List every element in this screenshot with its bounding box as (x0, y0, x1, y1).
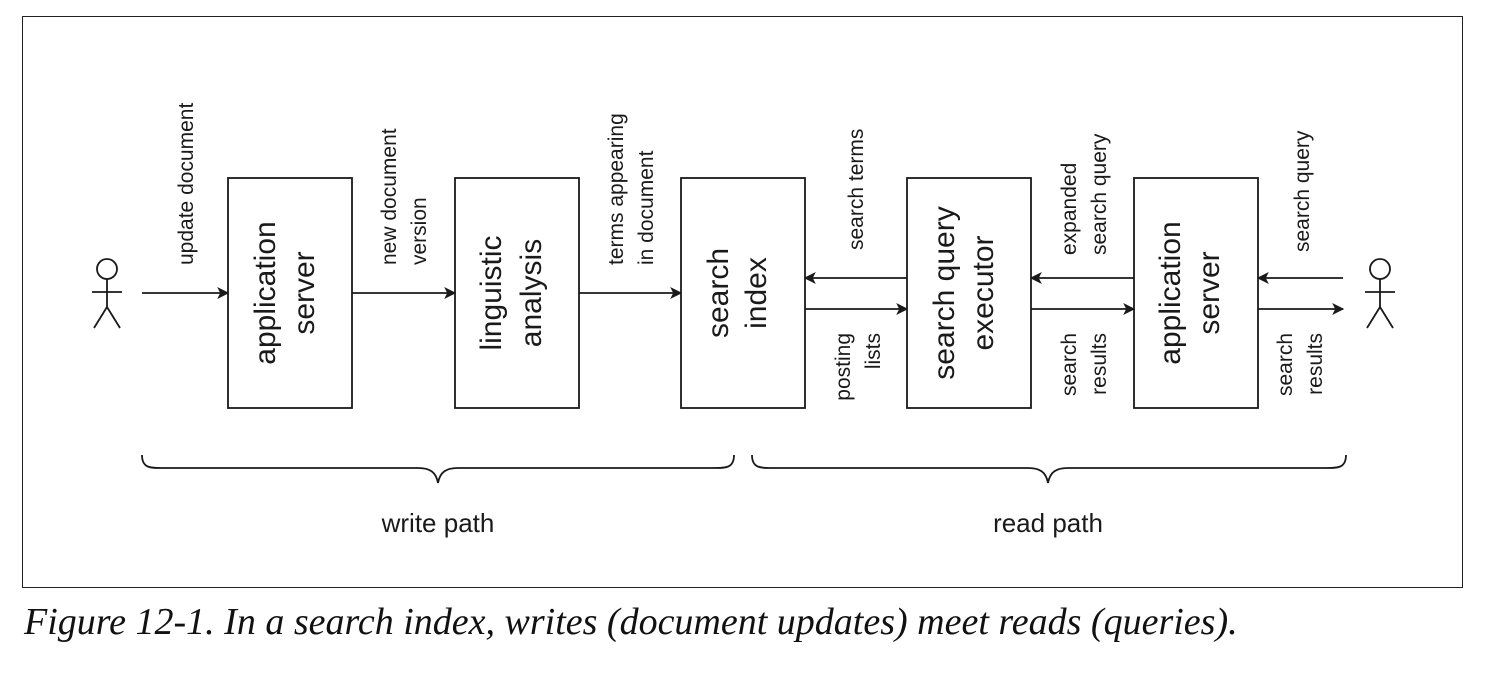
search-query-executor-box: search query executor (906, 177, 1032, 409)
edge-label-expanded-search-query: expanded (1058, 163, 1081, 255)
edge-label-search-terms: search terms (845, 129, 868, 250)
edge-label-search-results-out-2: results (1304, 333, 1327, 395)
edge-label-search-results-out: search (1274, 333, 1297, 396)
search-index-line2: index (740, 257, 773, 329)
linguistic-analysis-box: linguistic analysis (454, 177, 580, 409)
figure-caption: Figure 12-1. In a search index, writes (… (24, 601, 1238, 643)
application-server-read-box: application server (1133, 177, 1259, 409)
edge-label-search-query-line1: search query (1291, 130, 1314, 252)
edge-label-search-terms-line1: search terms (845, 129, 868, 250)
application-server-write-line2: server (288, 251, 321, 334)
edge-label-posting-lists-line1: posting (832, 333, 855, 401)
edge-label-terms-appearing: terms appearing (605, 113, 628, 265)
edge-label-search-query: search query (1291, 130, 1314, 252)
svg-text:analysis: analysis (515, 239, 548, 347)
edge-label-terms-appearing-line1: terms appearing (605, 113, 628, 265)
edge-label-update-document-line1: update document (175, 103, 198, 265)
svg-text:executor: executor (967, 235, 1000, 350)
edge-label-search-results-mid-line1: search (1058, 333, 1081, 396)
diagram-frame (22, 16, 1463, 588)
edge-label-update-document: update document (175, 103, 198, 265)
edge-label-search-results-out-line1: search (1274, 333, 1297, 396)
write-path-brace (141, 454, 735, 484)
svg-text:linguistic: linguistic (475, 235, 508, 350)
linguistic-analysis-line2: analysis (515, 239, 548, 347)
edge-label-expanded-search-query-line2: search query (1088, 133, 1111, 255)
edge-label-search-results-mid: search (1058, 333, 1081, 396)
svg-text:search query: search query (928, 206, 961, 379)
svg-text:application: application (249, 221, 282, 364)
query-executor-line1: search query (928, 206, 961, 379)
svg-text:server: server (288, 251, 321, 334)
svg-text:index: index (740, 257, 773, 329)
search-index-line1: search (702, 248, 735, 338)
edge-label-new-document-version-2: version (408, 197, 431, 265)
edge-label-terms-appearing-2: in document (635, 150, 658, 265)
edge-label-new-document-version: new document (378, 128, 401, 265)
edge-label-posting-lists-line2: lists (862, 333, 885, 369)
application-server-read-line2: server (1193, 251, 1226, 334)
application-server-read-line1: application (1154, 221, 1187, 364)
edge-label-search-results-mid-2: results (1088, 333, 1111, 395)
edge-label-expanded-search-query-2: search query (1088, 133, 1111, 255)
read-path-label: read path (993, 508, 1103, 538)
edge-label-new-document-version-line1: new document (378, 128, 401, 265)
linguistic-analysis-line1: linguistic (475, 235, 508, 350)
svg-text:application: application (1154, 221, 1187, 364)
user-writer-icon (92, 258, 122, 329)
edge-label-expanded-search-query-line1: expanded (1058, 163, 1081, 255)
write-path-label: write path (381, 508, 495, 538)
edge-label-terms-appearing-line2: in document (635, 150, 658, 265)
svg-text:server: server (1193, 251, 1226, 334)
search-index-box: search index (680, 177, 806, 409)
edge-label-search-results-mid-line2: results (1088, 333, 1111, 395)
application-server-write-box: application server (227, 177, 353, 409)
svg-text:search: search (702, 248, 735, 338)
edge-label-search-results-out-line2: results (1304, 333, 1327, 395)
edge-label-posting-lists: posting (832, 333, 855, 401)
search-index-diagram: application server linguistic analysis s… (92, 103, 1395, 538)
read-path-brace (751, 454, 1347, 484)
query-executor-line2: executor (967, 235, 1000, 350)
edge-label-new-document-version-line2: version (408, 197, 431, 265)
edge-label-posting-lists-2: lists (862, 333, 885, 369)
application-server-write-line1: application (249, 221, 282, 364)
user-reader-icon (1365, 258, 1395, 329)
